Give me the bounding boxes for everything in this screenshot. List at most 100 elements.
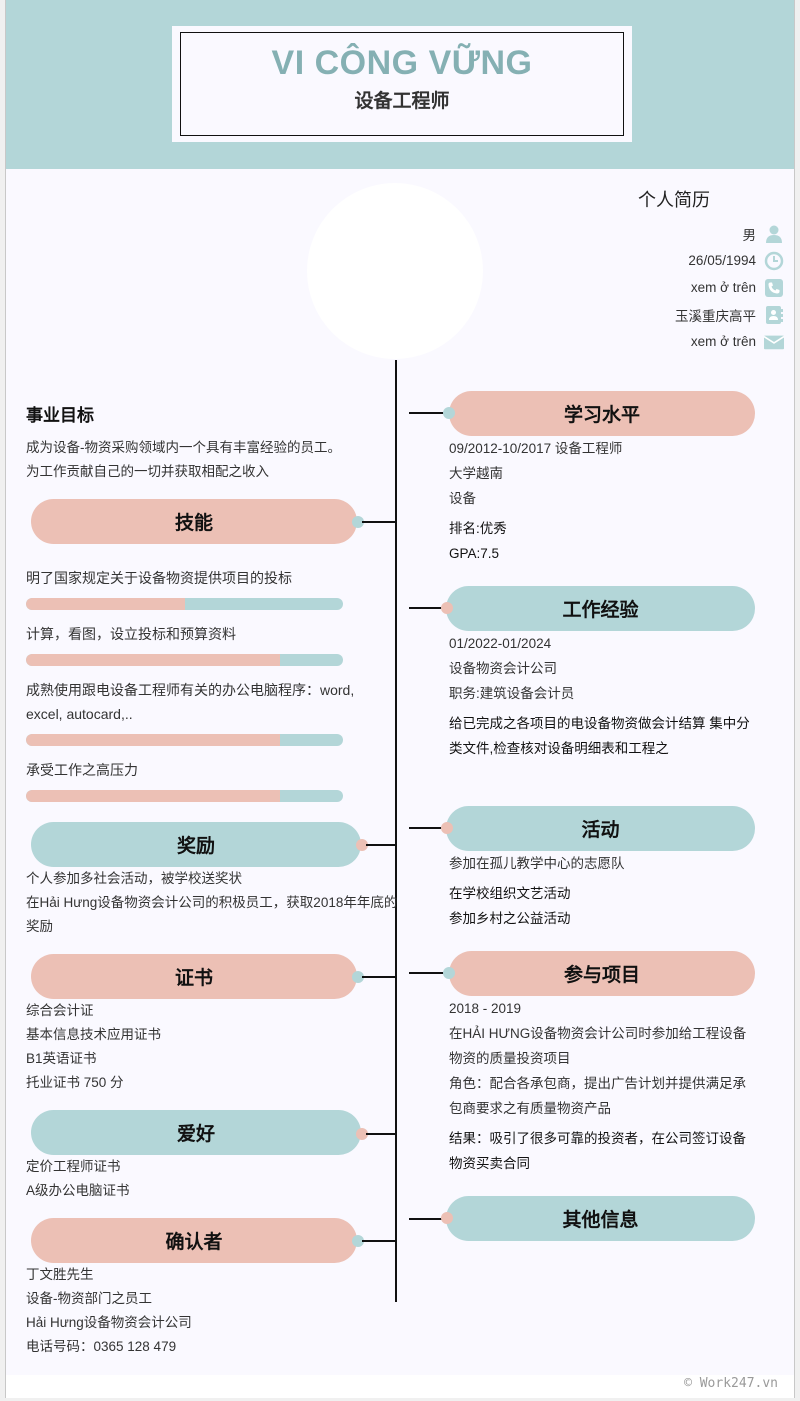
project-description: 在HẢI HƯNG设备物资会计公司时参加给工程设备物资的质量投资项目 <box>449 1026 747 1066</box>
footer-area <box>6 1375 794 1398</box>
profile-gender: 男 <box>675 220 784 247</box>
education-school: 大学越南 <box>449 466 503 481</box>
education-period: 09/2012-10/2017 设备工程师 <box>449 441 623 456</box>
awards-line-2: 在Hải Hưng设备物资会计公司的积极员工，获取2018年年底的奖励 <box>26 895 398 934</box>
education-gpa: GPA:7.5 <box>449 546 500 561</box>
connector-line <box>362 1240 396 1242</box>
certificate-1: 综合会计证 <box>26 1003 94 1018</box>
objective-title: 事业目标 <box>26 406 94 425</box>
connector-line <box>409 972 445 974</box>
connector-line <box>409 607 443 609</box>
hobbies-title: 爱好 <box>176 1124 215 1145</box>
hobby-1: 定价工程师证书 <box>26 1159 121 1174</box>
section-header-hobbies: 爱好 <box>31 1110 361 1155</box>
section-header-certificates: 证书 <box>31 954 357 999</box>
profile-gender-value: 男 <box>742 227 757 243</box>
profile-email-value: xem ở trên <box>690 334 756 349</box>
timeline-line <box>395 360 397 1302</box>
connector-line <box>366 1133 396 1135</box>
section-header-other: 其他信息 <box>446 1196 755 1241</box>
profile-email: xem ở trên <box>675 328 784 355</box>
profile-birthdate-value: 26/05/1994 <box>688 253 756 268</box>
profile-birthdate: 26/05/1994 <box>675 247 784 274</box>
skill-label-1: 明了国家规定关于设备物资提供项目的投标 <box>26 570 292 586</box>
name-card: VI CÔNG VỮNG 设备工程师 <box>172 26 632 142</box>
full-name: VI CÔNG VỮNG <box>271 44 533 82</box>
skill-bar-fill <box>26 790 280 802</box>
connector-dot <box>352 971 364 983</box>
connector-dot <box>441 602 453 614</box>
job-title: 设备工程师 <box>354 91 450 112</box>
connector-dot <box>443 407 455 419</box>
profile-address: 玉溪重庆高平 <box>675 301 784 328</box>
section-header-skills: 技能 <box>31 499 357 544</box>
connector-line <box>409 827 443 829</box>
certificate-3: B1英语证书 <box>26 1051 97 1066</box>
name-card-frame: VI CÔNG VỮNG 设备工程师 <box>180 32 624 136</box>
project-result: 结果：吸引了很多可靠的投资者，在公司签订设备物资买卖合同 <box>449 1131 746 1171</box>
reference-company: Hải Hưng设备物资会计公司 <box>26 1315 192 1330</box>
references-title: 确认者 <box>165 1232 223 1253</box>
certificate-4: 托业证书 750 分 <box>26 1075 124 1090</box>
objective-line-2: 为工作贡献自己的一切并获取相配之收入 <box>26 464 269 479</box>
connector-dot <box>356 1128 368 1140</box>
project-role: 角色：配合各承包商，提出广告计划并提供满足承包商要求之有质量物资产品 <box>449 1076 746 1116</box>
connector-line <box>409 1218 443 1220</box>
connector-dot <box>356 839 368 851</box>
experience-period: 01/2022-01/2024 <box>449 636 552 651</box>
reference-phone: 电话号码：0365 128 479 <box>26 1339 177 1354</box>
reference-position: 设备-物资部门之员工 <box>26 1291 152 1306</box>
activity-3: 参加乡村之公益活动 <box>449 911 571 926</box>
watermark: © Work247.vn <box>684 1376 778 1391</box>
skills-title: 技能 <box>174 513 213 534</box>
connector-line <box>366 844 396 846</box>
activity-2: 在学校组织文艺活动 <box>449 886 571 901</box>
profile-heading: 个人简历 <box>638 190 710 210</box>
connector-line <box>409 412 445 414</box>
connector-line <box>362 521 396 523</box>
skill-bar-fill <box>26 654 280 666</box>
education-title: 学习水平 <box>563 405 640 426</box>
connector-dot <box>352 1235 364 1247</box>
experience-description: 给已完成之各项目的电设备物资做会计结算 集中分类文件,检查核对设备明细表和工程之 <box>449 716 750 756</box>
avatar <box>307 183 483 359</box>
experience-title: 工作经验 <box>562 600 639 621</box>
section-header-education: 学习水平 <box>449 391 755 436</box>
profile-phone: xem ở trên <box>675 274 784 301</box>
skill-label-3: 成熟使用跟电设备工程师有关的办公电脑程序：word, excel, autoca… <box>26 682 355 722</box>
skill-bar-1 <box>26 598 343 610</box>
project-period: 2018 - 2019 <box>449 1001 522 1016</box>
section-header-experience: 工作经验 <box>446 586 755 631</box>
profile-address-value: 玉溪重庆高平 <box>675 308 756 324</box>
skill-bar-3 <box>26 734 343 746</box>
reference-name: 丁文胜先生 <box>26 1267 94 1282</box>
connector-line <box>362 976 396 978</box>
skill-label-4: 承受工作之高压力 <box>26 762 138 778</box>
section-header-projects: 参与项目 <box>449 951 755 996</box>
education-rank: 排名:优秀 <box>449 521 507 536</box>
skill-bar-4 <box>26 790 343 802</box>
connector-dot <box>441 1212 453 1224</box>
skill-bar-fill <box>26 598 185 610</box>
hobby-2: A级办公电脑证书 <box>26 1183 130 1198</box>
objective-line-1: 成为设备-物资采购领域内一个具有丰富经验的员工。 <box>26 440 341 455</box>
skill-bar-2 <box>26 654 343 666</box>
profile-phone-value: xem ở trên <box>690 280 756 295</box>
phone-icon <box>764 278 784 298</box>
activities-title: 活动 <box>581 820 620 841</box>
connector-dot <box>352 516 364 528</box>
address-book-icon <box>764 305 784 325</box>
skill-bar-fill <box>26 734 280 746</box>
awards-title: 奖励 <box>176 836 215 857</box>
education-major: 设备 <box>449 491 476 506</box>
certificates-title: 证书 <box>174 968 213 989</box>
other-title: 其他信息 <box>562 1210 639 1231</box>
certificate-2: 基本信息技术应用证书 <box>26 1027 161 1042</box>
skill-label-2: 计算，看图，设立投标和预算资料 <box>26 626 236 642</box>
experience-position: 职务:建筑设备会计员 <box>449 686 575 701</box>
awards-line-1: 个人参加多社会活动，被学校送奖状 <box>26 871 242 886</box>
user-icon <box>764 224 784 244</box>
connector-dot <box>441 822 453 834</box>
clock-icon <box>764 251 784 271</box>
section-header-awards: 奖励 <box>31 822 361 867</box>
